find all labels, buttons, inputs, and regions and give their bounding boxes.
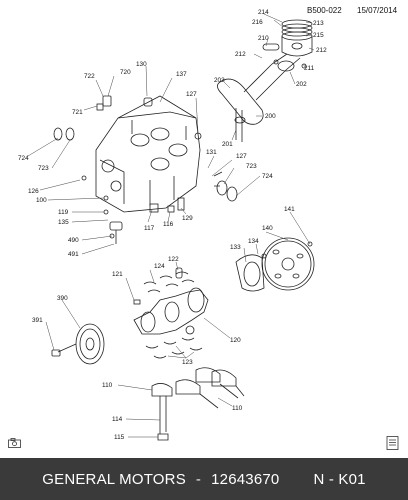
callout-723-right: 723 bbox=[246, 163, 257, 170]
callout-115: 115 bbox=[114, 434, 125, 441]
callout-120: 120 bbox=[230, 337, 241, 344]
callout-212-left: 212 bbox=[235, 51, 246, 58]
callout-117: 117 bbox=[144, 225, 155, 232]
crankshaft-balancer bbox=[51, 323, 105, 365]
callout-214: 214 bbox=[258, 9, 269, 16]
callout-122: 122 bbox=[168, 256, 179, 263]
callout-labels: 214 216 213 215 210 212 212 211 202 203 … bbox=[18, 9, 327, 441]
diagram-code: B500-022 bbox=[307, 6, 342, 15]
camera-icon bbox=[8, 438, 21, 448]
flexplate-and-seal bbox=[235, 237, 315, 292]
callout-210: 210 bbox=[258, 35, 269, 42]
callout-110-right: 110 bbox=[232, 405, 243, 412]
callout-131: 131 bbox=[206, 149, 217, 156]
callout-126: 126 bbox=[28, 188, 39, 195]
callout-215: 215 bbox=[313, 32, 324, 39]
callout-724-right: 724 bbox=[262, 173, 273, 180]
block-fittings bbox=[53, 95, 238, 244]
callout-216: 216 bbox=[252, 19, 263, 26]
callout-720: 720 bbox=[120, 69, 131, 76]
document-icon bbox=[386, 436, 399, 450]
callout-200: 200 bbox=[265, 113, 276, 120]
callout-134: 134 bbox=[248, 238, 259, 245]
callout-213: 213 bbox=[313, 20, 324, 27]
callout-201: 201 bbox=[222, 141, 233, 148]
callout-390: 390 bbox=[57, 295, 68, 302]
callout-721: 721 bbox=[72, 109, 83, 116]
callout-127-right: 127 bbox=[236, 153, 247, 160]
callout-490: 490 bbox=[68, 237, 79, 244]
callout-110-left: 110 bbox=[102, 382, 113, 389]
engine-block bbox=[95, 95, 201, 213]
callout-391: 391 bbox=[32, 317, 43, 324]
piston-assembly bbox=[217, 19, 313, 142]
callout-722: 722 bbox=[84, 73, 95, 80]
part-footer-bar: GENERAL MOTORS - 12643670 N - K01 bbox=[0, 458, 408, 500]
callout-133: 133 bbox=[230, 244, 241, 251]
callout-121: 121 bbox=[112, 271, 123, 278]
callout-119: 119 bbox=[58, 209, 69, 216]
callout-124: 124 bbox=[154, 263, 165, 270]
footer-section: N - K01 bbox=[313, 470, 366, 488]
callout-202: 202 bbox=[296, 81, 307, 88]
footer-part-number: 12643670 bbox=[211, 470, 280, 488]
callout-211: 211 bbox=[304, 65, 315, 72]
leader-lines bbox=[27, 13, 315, 438]
callout-135: 135 bbox=[58, 219, 69, 226]
footer-separator: - bbox=[195, 470, 202, 488]
callout-203: 203 bbox=[214, 77, 225, 84]
callout-127-top: 127 bbox=[186, 91, 197, 98]
callout-130: 130 bbox=[136, 61, 147, 68]
callout-491: 491 bbox=[68, 251, 79, 258]
footer-brand: GENERAL MOTORS bbox=[42, 470, 186, 488]
callout-141: 141 bbox=[284, 206, 295, 213]
callout-114: 114 bbox=[112, 416, 123, 423]
callout-123: 123 bbox=[182, 359, 193, 366]
callout-116: 116 bbox=[163, 221, 174, 228]
callout-137: 137 bbox=[176, 71, 187, 78]
callout-129: 129 bbox=[182, 215, 193, 222]
bearing-caps bbox=[151, 367, 245, 441]
callout-100: 100 bbox=[36, 197, 47, 204]
callout-140: 140 bbox=[262, 225, 273, 232]
diagram-date: 15/07/2014 bbox=[357, 6, 398, 15]
callout-212-right: 212 bbox=[316, 47, 327, 54]
crankshaft-assembly bbox=[133, 267, 209, 359]
callout-724-left: 724 bbox=[18, 155, 29, 162]
callout-723-left: 723 bbox=[38, 165, 49, 172]
